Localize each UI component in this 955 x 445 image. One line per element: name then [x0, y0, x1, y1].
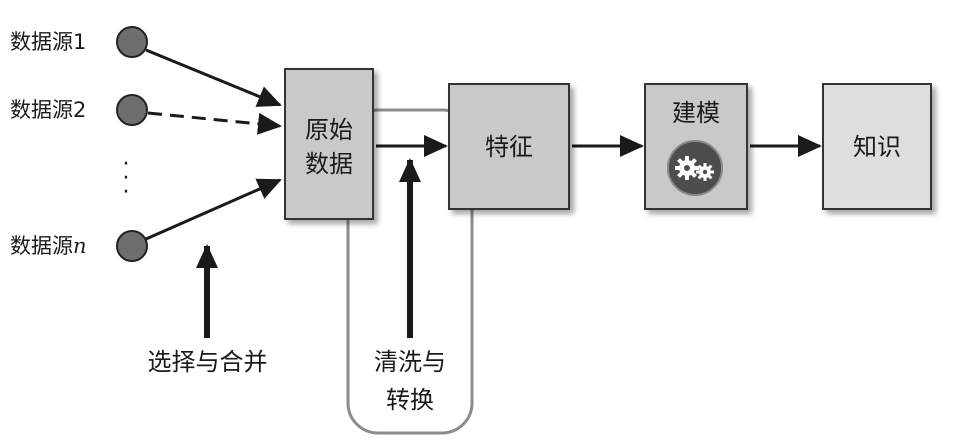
- knowledge-box: 知识: [822, 83, 932, 210]
- clean-transform-outline: [346, 108, 474, 435]
- arrow-source-1: [145, 48, 282, 107]
- raw-data-box: 原始 数据: [284, 68, 374, 220]
- source-node-1: [116, 26, 148, 58]
- arrow-source-2: [147, 111, 282, 135]
- feature-label: 特征: [485, 133, 533, 161]
- gears-icon: [667, 140, 723, 196]
- source-label-1: 数据源1: [10, 30, 87, 54]
- arrow-source-n: [145, 178, 282, 241]
- source-label-2: 数据源2: [10, 98, 87, 122]
- raw-data-label-line1: 原始: [305, 116, 353, 144]
- raw-data-label-line2: 数据: [305, 150, 353, 178]
- source-label-n: 数据源n: [10, 234, 87, 258]
- source-node-2: [116, 94, 148, 126]
- source-node-n: [116, 230, 148, 262]
- source-ellipsis: · · ·: [122, 152, 130, 205]
- clean-transform-caption-line2: 转换: [386, 386, 434, 414]
- modeling-label: 建模: [672, 99, 720, 127]
- knowledge-label: 知识: [853, 133, 901, 161]
- feature-box: 特征: [448, 83, 570, 210]
- select-merge-caption: 选择与合并: [147, 348, 268, 376]
- clean-transform-caption-line1: 清洗与: [374, 348, 446, 376]
